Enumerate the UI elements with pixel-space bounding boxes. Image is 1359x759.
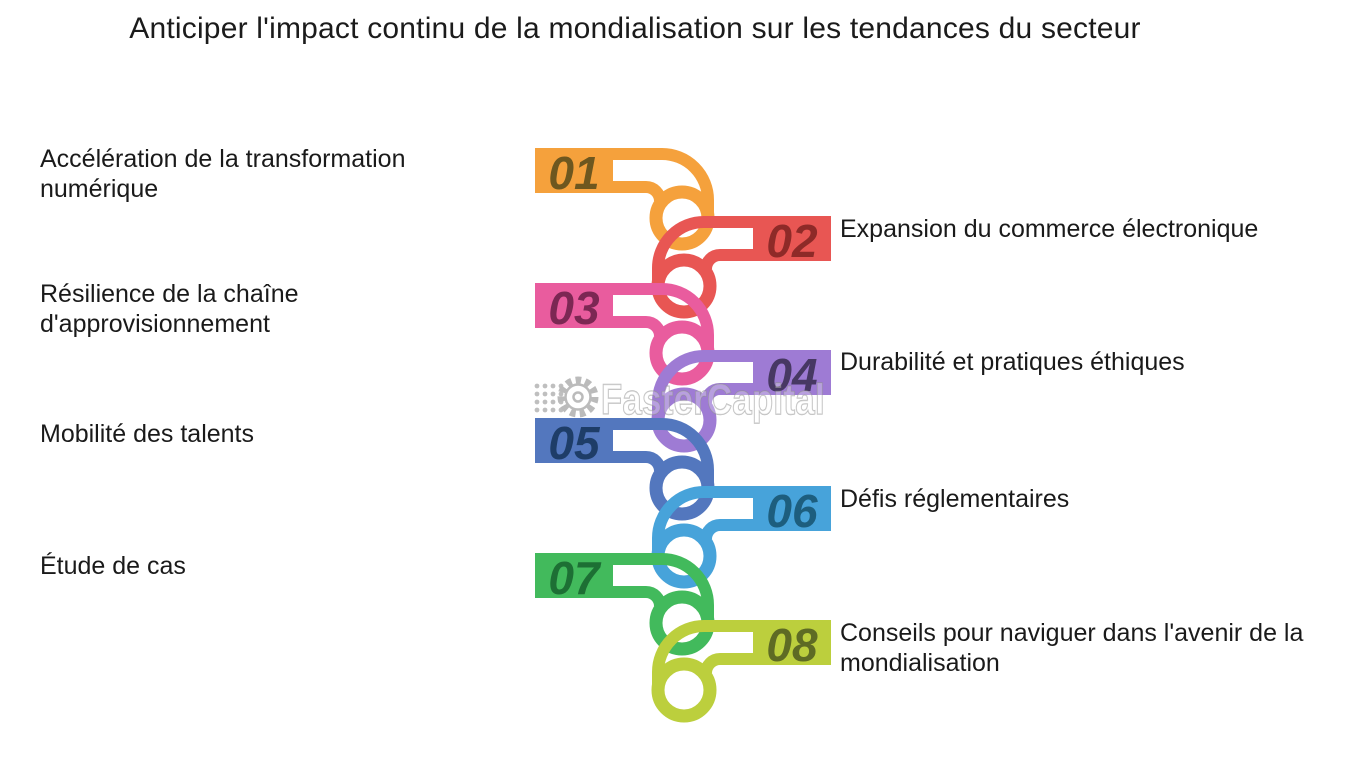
- step-label-05: Mobilité des talents: [40, 420, 255, 448]
- step-number: 04: [766, 349, 817, 401]
- page-title: Anticiper l'impact continu de la mondial…: [129, 12, 1141, 45]
- step-label-06: Défis réglementaires: [840, 485, 1070, 513]
- step-number: 06: [766, 485, 818, 537]
- step-number: 03: [548, 282, 600, 334]
- step-connector-top: [610, 148, 714, 218]
- step-number: 01: [548, 147, 599, 199]
- step-bar: [753, 216, 831, 261]
- step-connector-bottom: [610, 586, 666, 607]
- step-connector-bottom: [610, 181, 666, 202]
- step-connector-top: [610, 553, 714, 623]
- step-connector-bottom: [700, 519, 756, 540]
- step-bar: [535, 553, 613, 598]
- step-number: 02: [766, 215, 818, 267]
- step-connector-bottom: [610, 451, 666, 472]
- step-label-07: Étude de cas: [40, 552, 186, 580]
- step-label-08: Conseils pour naviguer dans l'avenir de …: [840, 619, 1304, 677]
- step-connector-bottom: [700, 249, 756, 270]
- watermark-brand: FasterCapital: [601, 376, 825, 424]
- step-loop: [651, 657, 717, 723]
- step-item-03: 03: [535, 282, 715, 386]
- gear-icon: [557, 376, 599, 418]
- step-bar: [535, 418, 613, 463]
- step-connector-top: [652, 216, 756, 286]
- step-item-05: 05: [535, 417, 715, 521]
- step-label-04: Durabilité et pratiques éthiques: [840, 348, 1185, 376]
- step-bar: [753, 486, 831, 531]
- step-connector-bottom: [610, 316, 666, 337]
- step-label-01: Accélération de la transformation numéri…: [40, 145, 406, 203]
- step-number: 08: [766, 619, 818, 671]
- step-bar: [753, 350, 831, 395]
- step-connector-bottom: [700, 653, 756, 674]
- step-bar: [753, 620, 831, 665]
- step-connector-top: [610, 418, 714, 488]
- step-connector-top: [610, 283, 714, 353]
- step-item-08: 08: [651, 619, 831, 723]
- step-connector-top: [652, 620, 756, 690]
- step-label-03: Résilience de la chaîne d'approvisionnem…: [40, 280, 299, 338]
- step-number: 07: [548, 552, 602, 604]
- step-item-06: 06: [651, 485, 831, 589]
- step-label-02: Expansion du commerce électronique: [840, 215, 1259, 243]
- step-item-07: 07: [535, 552, 715, 656]
- step-bar: [535, 148, 613, 193]
- step-number: 05: [548, 417, 601, 469]
- step-connector-top: [652, 486, 756, 556]
- watermark: FasterCapital: [534, 375, 825, 425]
- step-connector-top: [652, 350, 756, 420]
- step-item-01: 01: [535, 147, 715, 251]
- step-bar: [535, 283, 613, 328]
